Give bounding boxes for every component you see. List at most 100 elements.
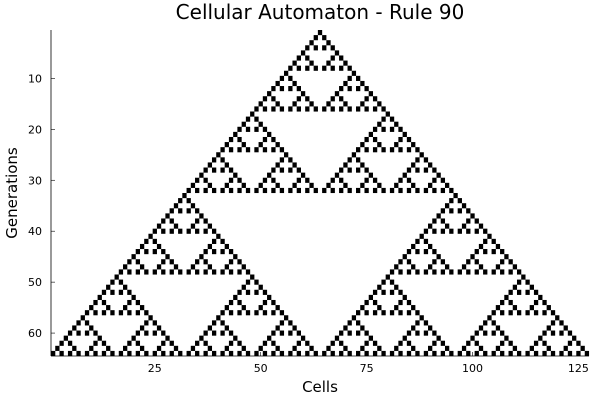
live-cell — [334, 50, 340, 56]
live-cell — [271, 167, 276, 173]
live-cell — [258, 345, 263, 351]
live-cell — [228, 136, 234, 143]
live-cell — [237, 299, 242, 306]
live-cell — [220, 310, 225, 316]
live-cell — [211, 238, 217, 244]
live-cell — [411, 305, 416, 311]
live-cell — [135, 259, 141, 265]
live-cell — [423, 330, 429, 336]
live-cell — [356, 310, 361, 316]
live-cell — [432, 269, 437, 275]
live-cell — [368, 91, 374, 97]
live-cell — [563, 325, 568, 331]
live-cell — [474, 249, 479, 255]
live-cell — [67, 350, 73, 357]
live-cell — [118, 350, 124, 357]
live-cell — [254, 147, 259, 153]
live-cell — [123, 284, 128, 290]
live-cell — [55, 345, 60, 351]
live-cell — [339, 350, 344, 357]
live-cell — [292, 80, 297, 87]
live-cell — [402, 335, 407, 341]
live-cell — [432, 228, 437, 234]
live-cell — [296, 86, 301, 92]
live-cell — [135, 249, 141, 255]
y-axis-label: Generations — [3, 147, 21, 239]
live-cell — [334, 91, 340, 97]
live-cell — [313, 65, 318, 71]
live-cell — [220, 249, 225, 255]
live-cell — [423, 238, 429, 244]
live-cell — [330, 96, 335, 102]
live-cell — [279, 86, 285, 92]
live-cell — [432, 350, 437, 357]
live-cell — [360, 305, 365, 311]
live-cell — [211, 157, 217, 163]
live-cell — [402, 254, 407, 260]
live-cell — [449, 187, 454, 194]
live-cell — [271, 310, 276, 316]
live-cell — [347, 167, 352, 173]
live-cell — [347, 106, 352, 112]
live-cell — [279, 320, 285, 326]
live-cell — [161, 330, 166, 336]
live-cell — [457, 208, 462, 214]
live-cell — [550, 310, 556, 316]
live-cell — [250, 111, 255, 117]
y-tick-label: 50 — [28, 276, 42, 289]
live-cell — [500, 299, 505, 306]
live-cell — [89, 305, 94, 311]
live-cell — [182, 193, 187, 199]
live-cell — [423, 249, 429, 255]
live-cell — [444, 264, 450, 270]
live-cell — [233, 294, 238, 301]
live-cell — [241, 284, 246, 290]
live-cell — [211, 269, 217, 275]
live-cell — [262, 299, 268, 306]
live-cell — [288, 86, 293, 92]
live-cell — [478, 325, 484, 331]
live-cell — [356, 187, 361, 194]
live-cell — [254, 350, 259, 357]
live-cell — [364, 106, 369, 112]
live-cell — [364, 299, 369, 306]
live-cell — [118, 279, 124, 285]
live-cell — [478, 243, 484, 250]
live-cell — [186, 198, 191, 204]
live-cell — [199, 172, 204, 178]
live-cell — [406, 330, 412, 336]
live-cell — [101, 299, 107, 306]
live-cell — [144, 350, 149, 357]
live-cell — [288, 106, 293, 112]
live-cell — [402, 131, 407, 138]
live-cell — [169, 350, 174, 357]
live-cell — [203, 228, 208, 234]
live-cell — [372, 147, 378, 153]
live-cell — [190, 182, 196, 188]
live-cell — [279, 187, 285, 194]
live-cell — [106, 284, 111, 290]
live-cell — [406, 187, 412, 194]
live-cell — [271, 147, 276, 153]
live-cell — [347, 86, 352, 92]
live-cell — [262, 126, 268, 132]
live-cell — [351, 152, 357, 158]
live-cell — [203, 269, 208, 275]
live-cell — [423, 269, 429, 275]
live-cell — [512, 264, 518, 270]
live-cell — [245, 187, 251, 194]
live-cell — [228, 177, 234, 183]
live-cell — [508, 350, 513, 357]
live-cell — [538, 294, 543, 301]
live-cell — [309, 60, 314, 66]
live-cell — [288, 167, 293, 173]
live-cell — [495, 345, 501, 351]
live-cell — [330, 187, 335, 194]
live-cell — [237, 126, 242, 132]
live-cell — [313, 350, 318, 357]
live-cell — [461, 264, 467, 270]
live-cell — [580, 345, 585, 351]
live-cell — [372, 126, 378, 132]
live-cell — [406, 136, 412, 143]
live-cell — [339, 96, 344, 102]
